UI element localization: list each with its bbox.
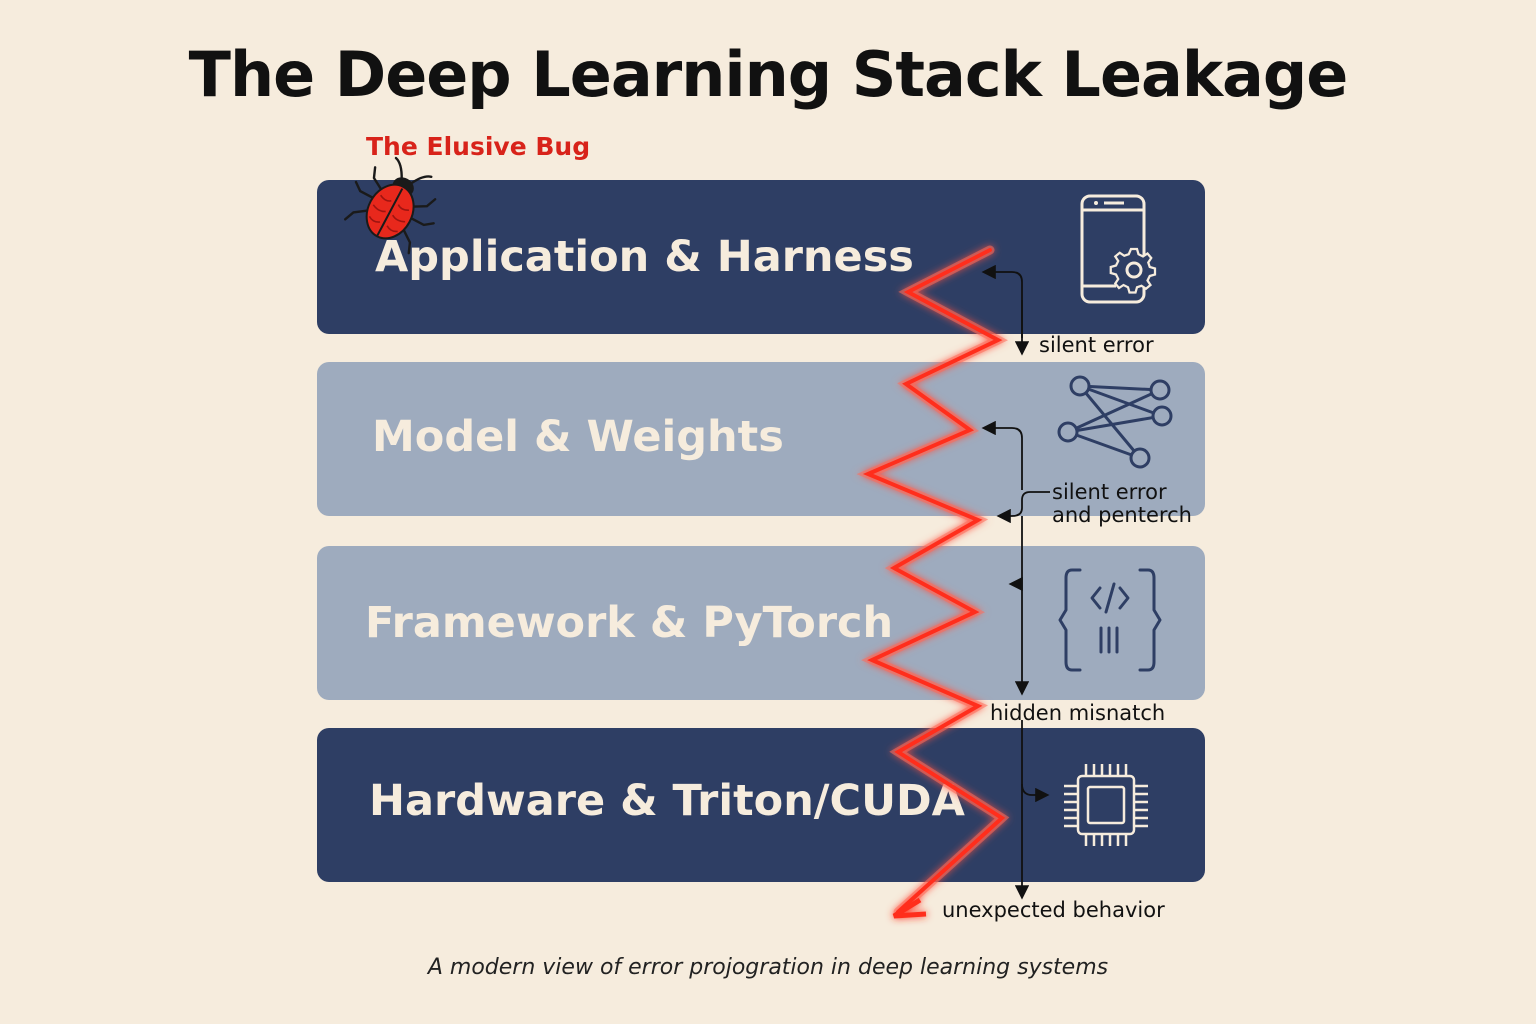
connector-lines: [981, 264, 1050, 900]
layer-framework: Framework & PyTorch: [317, 546, 1205, 700]
figure-caption: A modern view of error projogration in d…: [427, 955, 1109, 980]
annotation-unexpected-behavior: unexpected behavior: [942, 898, 1165, 922]
code-brackets-icon: [1058, 568, 1162, 672]
annotation-hidden-mismatch: hidden misnatch: [990, 701, 1166, 725]
cpu-chip-icon: [1064, 764, 1148, 846]
annotation-silent-error-2-line2: and penterch: [1052, 503, 1192, 527]
layer-model: Model & Weights: [317, 362, 1205, 516]
bug-icon: [343, 156, 437, 255]
layer-application: Application & Harness: [317, 180, 1205, 334]
smartphone-settings-icon: [1080, 194, 1157, 304]
layer-label-hardware: Hardware & Triton/CUDA: [369, 776, 965, 826]
neural-network-icon: [1057, 375, 1173, 469]
error-zigzag-path: [856, 245, 1010, 919]
page-title: The Deep Learning Stack Leakage: [188, 38, 1349, 111]
layer-hardware: Hardware & Triton/CUDA: [317, 728, 1205, 882]
layer-label-model: Model & Weights: [372, 412, 784, 462]
bug-label: The Elusive Bug: [366, 132, 591, 161]
annotation-silent-error-2-line1: silent error: [1052, 480, 1167, 504]
layer-label-application: Application & Harness: [375, 232, 914, 282]
layer-label-framework: Framework & PyTorch: [365, 598, 894, 648]
annotation-silent-error: silent error: [1039, 333, 1154, 357]
